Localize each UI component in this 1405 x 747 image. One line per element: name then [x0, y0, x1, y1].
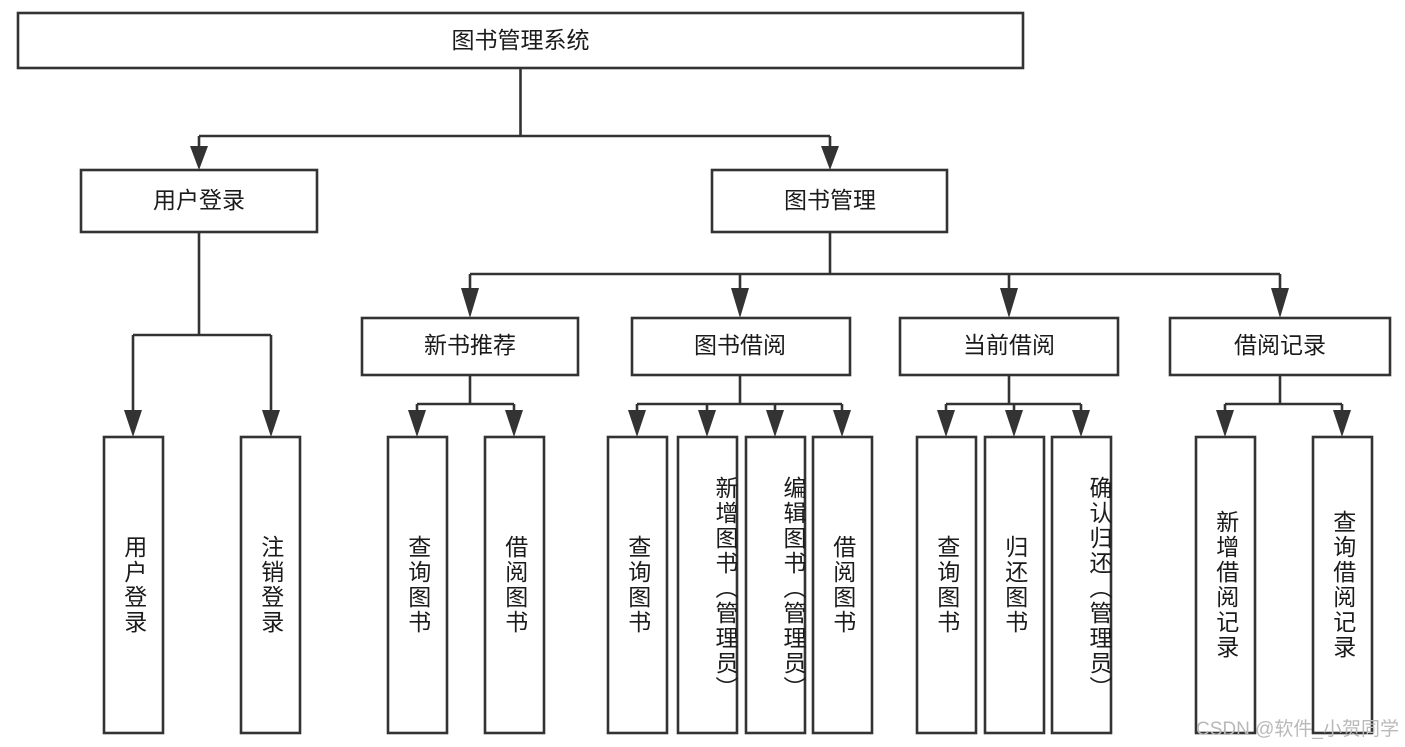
- arrow-head-bb-leaf4: [833, 410, 851, 437]
- node-borrow-record-box[interactable]: [1168, 316, 1392, 377]
- node-root-box[interactable]: [16, 11, 1025, 70]
- csdn-watermark: CSDN @软件_小贺同学: [1196, 719, 1399, 740]
- arrow-head-nb-leaf2: [505, 410, 523, 437]
- node-current-borrow[interactable]: 当前借阅: [898, 316, 1120, 377]
- connector-group-current-borrow: [937, 375, 1090, 437]
- node-book-borrow-box[interactable]: [630, 316, 852, 377]
- node-leaf-return-book-box[interactable]: [983, 435, 1046, 735]
- node-root[interactable]: 图书管理系统: [16, 11, 1025, 70]
- node-leaf-borrow-book-1-box[interactable]: [483, 435, 546, 735]
- arrow-head-cb-leaf1: [937, 410, 955, 437]
- connector-group-new-book: [408, 375, 523, 437]
- arrow-head-new-book: [461, 288, 479, 318]
- node-leaf-user-login-box[interactable]: [102, 435, 165, 735]
- connector-group-user-login: [124, 232, 280, 437]
- arrow-head-leaf-logout: [262, 410, 280, 437]
- node-leaf-query-record-box[interactable]: [1311, 435, 1374, 735]
- node-new-book-recommend-label: 新书推荐: [424, 332, 516, 358]
- connector-group-book-manage: [461, 232, 1289, 318]
- node-leaf-confirm-return-box[interactable]: [1050, 435, 1113, 735]
- node-leaf-add-book-box[interactable]: [676, 435, 739, 735]
- node-book-manage-box[interactable]: [710, 168, 949, 234]
- node-book-borrow-label: 图书借阅: [694, 332, 786, 358]
- node-borrow-record[interactable]: 借阅记录: [1168, 316, 1392, 377]
- arrow-head-cb-leaf2: [1005, 410, 1023, 437]
- arrow-head-br-leaf1: [1216, 410, 1234, 437]
- node-user-login-label: 用户登录: [153, 187, 245, 213]
- node-leaf-query-book-3-box[interactable]: [915, 435, 978, 735]
- arrow-head-nb-leaf1: [408, 410, 426, 437]
- node-new-book-recommend-box[interactable]: [360, 316, 580, 377]
- node-leaf-query-book-2-box[interactable]: [606, 435, 669, 735]
- arrow-head-leaf-user-login: [124, 410, 142, 437]
- connector-group-borrow-record: [1216, 375, 1351, 437]
- node-leaf-query-book-1-box[interactable]: [386, 435, 449, 735]
- node-leaf-logout-box[interactable]: [239, 435, 302, 735]
- arrow-head-bb-leaf3: [766, 410, 784, 437]
- connector-group-root: [190, 68, 839, 170]
- arrow-head-book-manage: [821, 146, 839, 170]
- arrow-head-bb-leaf2: [698, 410, 716, 437]
- node-user-login-box[interactable]: [79, 168, 319, 234]
- arrow-head-br-leaf2: [1333, 410, 1351, 437]
- node-user-login[interactable]: 用户登录: [79, 168, 319, 234]
- node-book-borrow[interactable]: 图书借阅: [630, 316, 852, 377]
- node-leaf-borrow-book-2-box[interactable]: [811, 435, 874, 735]
- node-current-borrow-label: 当前借阅: [963, 332, 1055, 358]
- node-leaf-edit-book-box[interactable]: [744, 435, 807, 735]
- node-borrow-record-label: 借阅记录: [1234, 332, 1326, 358]
- node-new-book-recommend[interactable]: 新书推荐: [360, 316, 580, 377]
- arrow-head-book-borrow: [731, 288, 749, 318]
- arrow-head-cb-leaf3: [1072, 410, 1090, 437]
- arrow-head-current-borrow: [1000, 288, 1018, 318]
- node-book-manage[interactable]: 图书管理: [710, 168, 949, 234]
- node-book-manage-label: 图书管理: [784, 187, 876, 213]
- node-root-label: 图书管理系统: [452, 27, 590, 53]
- arrow-head-bb-leaf1: [628, 410, 646, 437]
- arrow-head-borrow-record: [1271, 288, 1289, 318]
- connector-group-book-borrow: [628, 375, 851, 437]
- arrow-head-user-login: [190, 146, 208, 170]
- node-leaf-add-record-box[interactable]: [1194, 435, 1257, 735]
- node-current-borrow-box[interactable]: [898, 316, 1120, 377]
